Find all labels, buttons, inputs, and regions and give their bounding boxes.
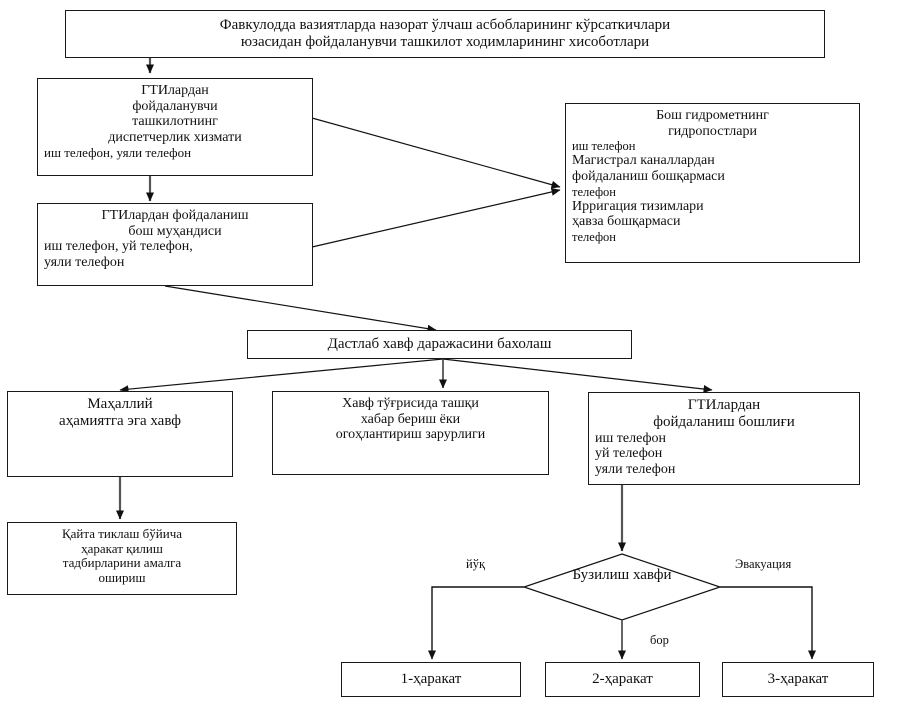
chief-engineer-box: ГТИлардан фойдаланиш бош муҳандиси иш те… — [37, 203, 313, 286]
edge-label-no: йўқ — [466, 557, 486, 571]
gti-head-detail-2: уй телефон — [595, 446, 663, 462]
hydromet-heading-1: Бош гидрометнинг — [656, 108, 769, 123]
report-header: Фавкулодда вазиятларда назорат ўлчаш асб… — [65, 10, 825, 58]
hydromet-detail-6: ҳавза бошқармаси — [572, 214, 681, 230]
edge-chief-engineer-to-hydromet — [311, 188, 561, 248]
gti-head-heading-1: ГТИлардан — [687, 397, 761, 413]
edge-assessment-to-local-risk — [119, 358, 444, 394]
gti-head-heading-2: фойдаланиш бошлиғи — [653, 413, 795, 430]
dispatcher-heading-2: фойдаланувчи — [132, 98, 218, 114]
edge-chief-engineer-to-assessment — [164, 285, 437, 333]
local-significance-risk-box: Маҳаллий аҳамиятга эга хавф — [7, 391, 233, 477]
chief-engineer-heading-2: бош муҳандиси — [128, 223, 222, 239]
chief-engineer-detail-1: иш телефон, уй телефон, — [44, 239, 193, 255]
edge-label-evacuation: Эвакуация — [735, 557, 792, 571]
edge-decision-no-to-action-1 — [428, 586, 524, 660]
edge-label-yes: бор — [650, 633, 669, 647]
failure-risk-line-2: хавфи — [632, 567, 672, 583]
chief-engineer-heading-1: ГТИлардан фойдаланиш — [101, 208, 249, 223]
action-1-label: 1-ҳаракат — [400, 671, 462, 688]
recovery-line-4: ошириш — [98, 569, 146, 585]
recovery-line-3: тадбирларини амалга — [62, 555, 182, 571]
external-notify-line-1: Хавф тўғрисида ташқи — [342, 396, 479, 411]
dispatcher-detail-1: иш телефон, уяли телефон — [44, 144, 192, 160]
edge-dispatcher-to-hydromet — [311, 117, 561, 189]
local-risk-line-1: Маҳаллий — [87, 396, 153, 412]
action-3-label: 3-ҳаракат — [767, 671, 829, 688]
failure-risk-diamond-shape — [522, 553, 722, 621]
hydromet-detail-3: фойдаланиш бошқармаси — [572, 169, 725, 185]
hydromet-heading-2: гидропостлари — [668, 123, 757, 139]
action-2-label: 2-ҳаракат — [592, 671, 653, 688]
hydromet-detail-7: телефон — [572, 230, 616, 245]
report-header-line-2: юзасидан фойдаланувчи ташкилот ходимлари… — [240, 34, 650, 50]
chief-engineer-detail-2: уяли телефон — [44, 255, 125, 271]
hydromet-posts-box: Бош гидрометнинг гидропостлари иш телефо… — [565, 103, 860, 263]
dispatcher-heading-1: ГТИлардан — [141, 83, 209, 98]
gti-head-detail-3: уяли телефон — [595, 461, 676, 477]
external-notify-line-2: хабар бериш ёки — [360, 411, 461, 427]
dispatcher-heading-4: диспетчерлик хизмати — [108, 130, 242, 146]
hydromet-detail-4: телефон — [572, 184, 616, 199]
recovery-line-1: Қайта тиклаш бўйича — [61, 526, 183, 541]
hydromet-detail-1: иш телефон — [572, 139, 636, 154]
dispatcher-service-box: ГТИлардан фойдаланувчи ташкилотнинг дисп… — [37, 78, 313, 176]
recovery-measures-box: Қайта тиклаш бўйича ҳаракат қилиш тадбир… — [7, 522, 237, 595]
gti-head-detail-1: иш телефон — [595, 430, 667, 446]
edge-decision-evacuation-to-action-3 — [720, 586, 816, 660]
action-2-box: 2-ҳаракат — [545, 662, 700, 697]
report-header-line-1: Фавкулодда вазиятларда назорат ўлчаш асб… — [219, 17, 671, 34]
initial-risk-assessment-box: Дастлаб хавф даражасини бахолаш — [247, 330, 632, 359]
action-3-box: 3-ҳаракат — [722, 662, 874, 697]
external-notify-line-3: огоҳлантириш зарурлиги — [335, 427, 486, 443]
recovery-line-2: ҳаракат қилиш — [81, 540, 163, 556]
hydromet-detail-5: Ирригация тизимлари — [572, 198, 704, 214]
dispatcher-heading-3: ташкилотнинг — [132, 114, 218, 130]
failure-risk-decision: Бузилиш хавфи — [542, 566, 702, 584]
external-notification-box: Хавф тўғрисида ташқи хабар бериш ёки ого… — [272, 391, 549, 475]
hydromet-detail-2: Магистрал каналлардан — [572, 153, 715, 169]
initial-risk-assessment-label: Дастлаб хавф даражасини бахолаш — [327, 336, 552, 353]
edge-assessment-to-gti-head — [442, 358, 713, 394]
failure-risk-line-1: Бузилиш — [572, 567, 630, 583]
local-risk-line-2: аҳамиятга эга хавф — [59, 412, 181, 429]
gti-operation-head-box: ГТИлардан фойдаланиш бошлиғи иш телефон … — [588, 392, 860, 485]
action-1-box: 1-ҳаракат — [341, 662, 521, 697]
